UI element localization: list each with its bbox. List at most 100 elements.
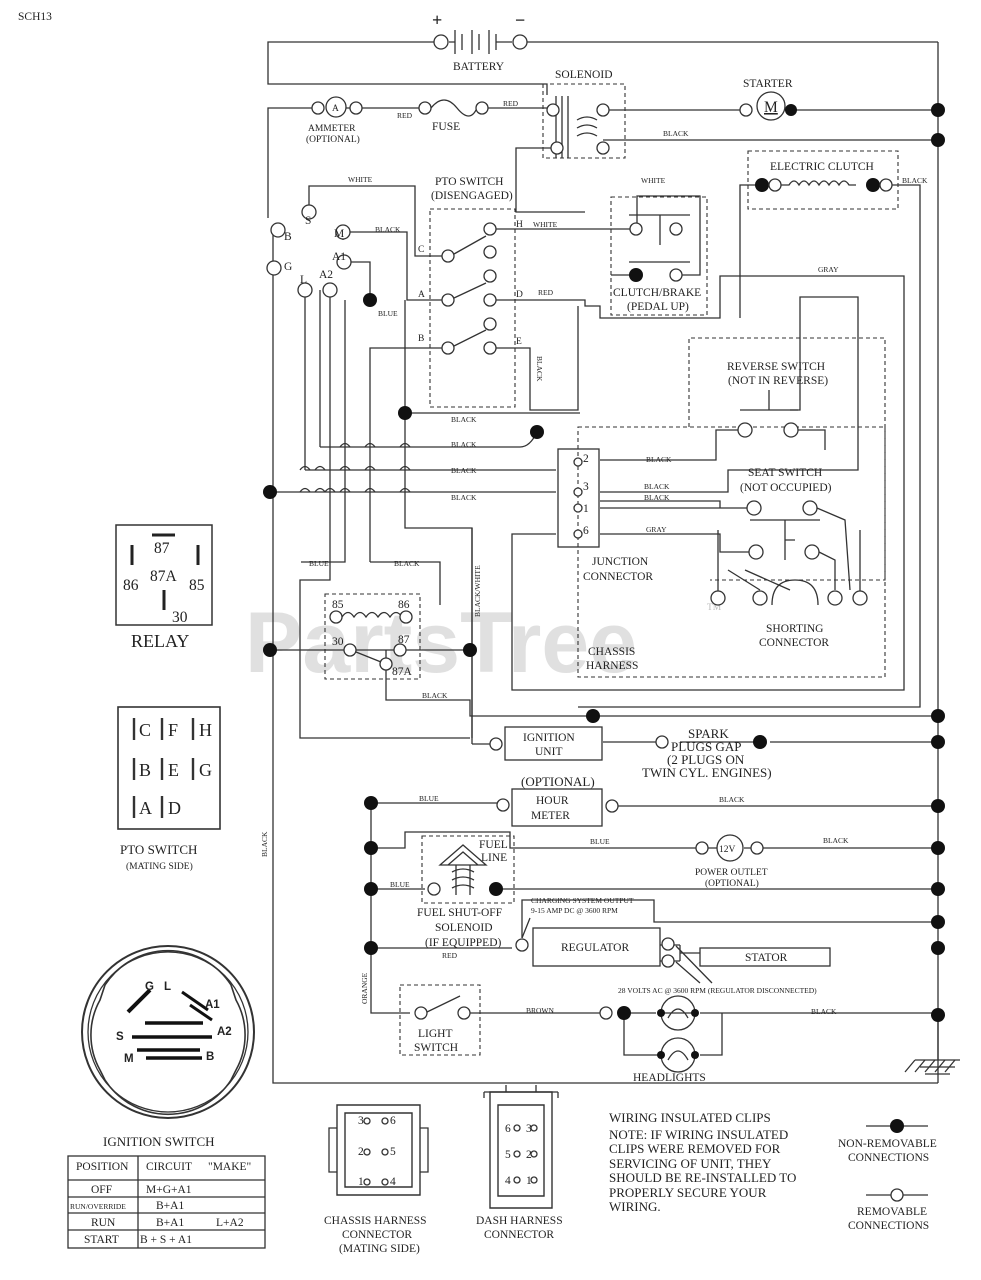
- wire-label: BLACK: [902, 176, 928, 185]
- hour-meter-optional: (OPTIONAL): [521, 774, 595, 789]
- charging-output-sub: 9-15 AMP DC @ 3600 RPM: [531, 906, 618, 915]
- seat-switch-sub: (NOT OCCUPIED): [740, 482, 832, 494]
- shorting-connector-label: SHORTING: [766, 623, 823, 635]
- svg-text:G: G: [199, 760, 212, 780]
- wire-label: GRAY: [646, 525, 667, 534]
- watermark: PartsTree: [245, 595, 637, 691]
- battery-negative: −: [515, 10, 525, 30]
- svg-text:85: 85: [189, 577, 205, 594]
- fuel-line-label: FUEL: [479, 839, 508, 851]
- svg-text:M: M: [334, 228, 344, 240]
- svg-text:SERVICING OF UNIT, THEY: SERVICING OF UNIT, THEY: [609, 1156, 772, 1171]
- svg-text:E: E: [516, 337, 522, 347]
- svg-text:WIRING INSULATED CLIPS: WIRING INSULATED CLIPS: [609, 1110, 771, 1125]
- svg-text:A1: A1: [332, 251, 346, 263]
- svg-text:CONNECTOR: CONNECTOR: [484, 1229, 554, 1241]
- svg-text:CONNECTOR: CONNECTOR: [342, 1229, 412, 1241]
- wire-label: RED: [397, 111, 413, 120]
- svg-text:START: START: [84, 1234, 119, 1246]
- svg-text:5: 5: [505, 1149, 511, 1161]
- ammeter-symbol: A: [332, 104, 339, 114]
- svg-text:B: B: [418, 334, 424, 344]
- ignition-switch-title: IGNITION SWITCH: [103, 1134, 215, 1149]
- wire-label: RED: [442, 951, 458, 960]
- svg-text:A2: A2: [217, 1026, 232, 1038]
- wire-label: BLACK: [646, 455, 672, 464]
- svg-text:(2 PLUGS ON: (2 PLUGS ON: [667, 752, 745, 767]
- svg-text:H: H: [199, 720, 212, 740]
- svg-text:L+A2: L+A2: [216, 1217, 244, 1229]
- dash-connector-title: DASH HARNESS: [476, 1215, 563, 1227]
- svg-text:87: 87: [154, 540, 170, 557]
- svg-text:D: D: [516, 290, 523, 300]
- legend: NON-REMOVABLE CONNECTIONS REMOVABLE CONN…: [838, 1119, 937, 1232]
- wire-label: BLACK: [663, 129, 689, 138]
- svg-text:87: 87: [398, 634, 410, 646]
- svg-text:6: 6: [505, 1123, 511, 1135]
- svg-text:30: 30: [172, 609, 188, 626]
- svg-text:S: S: [116, 1031, 124, 1043]
- stator-label: STATOR: [745, 952, 788, 964]
- pto-mating-title: PTO SWITCH: [120, 842, 197, 857]
- wire-label: WHITE: [348, 175, 373, 184]
- svg-text:CONNECTIONS: CONNECTIONS: [848, 1220, 929, 1232]
- svg-text:1: 1: [358, 1176, 364, 1188]
- chassis-harness-connector: 3 6 2 5 1 4: [328, 1104, 429, 1196]
- svg-text:"MAKE": "MAKE": [208, 1161, 251, 1173]
- dash-harness-connector: 6 3 5 2 4 1: [483, 1085, 559, 1209]
- ignition-switch-schematic: S B M G A1 L A2: [266, 204, 352, 298]
- ammeter-optional: (OPTIONAL): [306, 134, 360, 145]
- battery-label: BATTERY: [453, 61, 505, 73]
- svg-text:5: 5: [390, 1146, 396, 1158]
- ignition-unit-label: IGNITION: [523, 732, 575, 744]
- svg-text:F: F: [168, 720, 178, 740]
- stator-note: 28 VOLTS AC @ 3600 RPM (REGULATOR DISCON…: [618, 986, 817, 995]
- relay-schematic: 85 86 30 87 87A: [329, 599, 413, 678]
- reverse-switch-sub: (NOT IN REVERSE): [728, 375, 828, 387]
- svg-text:4: 4: [505, 1175, 511, 1187]
- wire-label: BLACK: [260, 831, 269, 857]
- svg-text:RUN: RUN: [91, 1217, 116, 1229]
- svg-text:B+A1: B+A1: [156, 1217, 184, 1229]
- power-outlet-optional: (OPTIONAL): [705, 878, 759, 889]
- electric-clutch-label: ELECTRIC CLUTCH: [770, 161, 874, 173]
- svg-text:B: B: [139, 760, 151, 780]
- chassis-harness-sub: HARNESS: [586, 660, 638, 672]
- wiring-note: WIRING INSULATED CLIPS NOTE: IF WIRING I…: [609, 1110, 796, 1214]
- wire-label: GRAY: [818, 265, 839, 274]
- svg-text:TWIN CYL. ENGINES): TWIN CYL. ENGINES): [642, 765, 772, 780]
- wire-label: BLACK: [451, 493, 477, 502]
- svg-text:(MATING SIDE): (MATING SIDE): [339, 1243, 420, 1255]
- starter-symbol: M: [764, 99, 778, 116]
- svg-text:OFF: OFF: [91, 1184, 112, 1196]
- shorting-connector-sub: CONNECTOR: [759, 637, 829, 649]
- fuel-line-sub: LINE: [481, 852, 507, 864]
- wire-label: WHITE: [641, 176, 666, 185]
- headlight-symbols: [657, 995, 699, 1073]
- wire-label: BLACK: [644, 482, 670, 491]
- wire-label: WHITE: [533, 220, 558, 229]
- wire-label: BLACK: [451, 466, 477, 475]
- charging-output-label: CHARGING SYSTEM OUTPUT: [531, 896, 634, 905]
- junction-terminals: 2 3 1 6: [573, 453, 589, 539]
- ammeter-label: AMMETER: [308, 124, 356, 134]
- ignition-switch-table: POSITION CIRCUIT "MAKE" OFF M+G+A1 RUN/O…: [67, 1155, 266, 1249]
- svg-text:B+A1: B+A1: [156, 1200, 184, 1212]
- svg-text:A: A: [418, 290, 425, 300]
- wire-label: BLACK: [719, 795, 745, 804]
- svg-text:CIRCUIT: CIRCUIT: [146, 1161, 192, 1173]
- svg-text:3: 3: [358, 1115, 364, 1127]
- clutch-brake-label: CLUTCH/BRAKE: [613, 287, 701, 299]
- wire-label: BLACK: [375, 225, 401, 234]
- wire-label: BLACK: [811, 1007, 837, 1016]
- wire-label: ORANGE: [360, 972, 369, 1004]
- svg-text:PROPERLY SECURE YOUR: PROPERLY SECURE YOUR: [609, 1185, 767, 1200]
- wire-label: BLACK: [644, 493, 670, 502]
- solenoid-symbol: [546, 96, 610, 158]
- light-switch-sub: SWITCH: [414, 1042, 458, 1054]
- svg-text:A1: A1: [205, 999, 220, 1011]
- relay-pinout: 87 87A 86 85 30: [115, 524, 213, 626]
- svg-text:NON-REMOVABLE: NON-REMOVABLE: [838, 1138, 937, 1150]
- battery-positive: +: [432, 10, 442, 30]
- svg-text:B: B: [284, 231, 292, 243]
